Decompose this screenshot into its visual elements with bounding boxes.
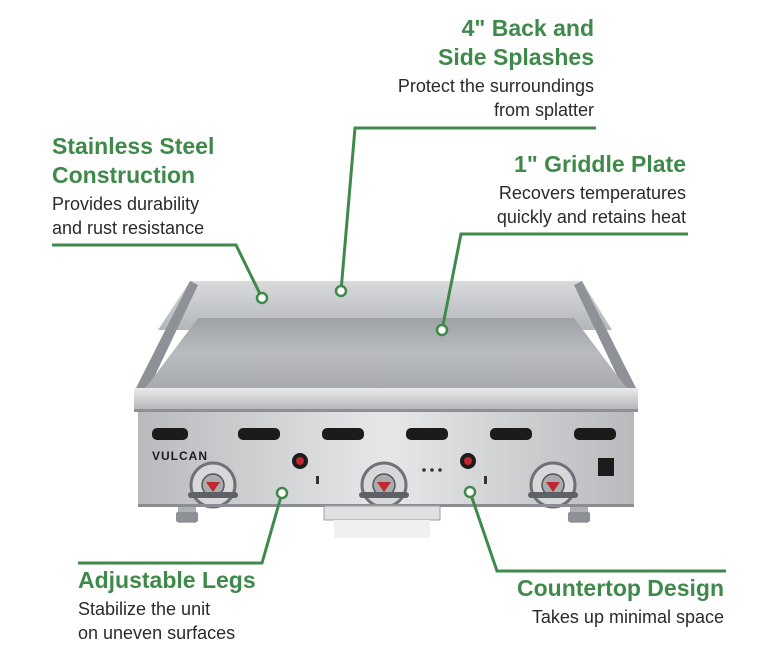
leader-line-splash — [339, 126, 596, 292]
right-side-splash — [574, 281, 638, 392]
leader-line-plate — [440, 232, 688, 331]
callout-splashes-title: 4" Back and Side Splashes — [438, 15, 594, 70]
control-knob-left — [188, 461, 238, 509]
callout-stainless-steel-description: Provides durability and rust resistance — [52, 194, 205, 238]
callout-adjustable-legs-description: Stabilize the unit on uneven surfaces — [78, 599, 236, 643]
callout-stainless-steel-title: Stainless Steel Construction — [52, 133, 215, 188]
callout-splashes-description: Protect the surroundings from splatter — [397, 76, 594, 120]
vent-slots — [152, 428, 616, 440]
back-splash — [158, 281, 612, 330]
power-switch — [598, 458, 614, 476]
grease-tray — [323, 505, 441, 521]
vulcan-logo: VULCAN — [152, 449, 208, 463]
callout-griddle-plate-title: 1" Griddle Plate — [514, 151, 686, 177]
callout-stainless-steel: Stainless Steel Construction Provides du… — [52, 132, 214, 240]
callout-splashes: 4" Back and Side Splashes Protect the su… — [398, 14, 594, 122]
griddle-plate — [144, 318, 628, 390]
callout-adjustable-legs: Adjustable Legs Stabilize the unit on un… — [78, 566, 256, 645]
callout-countertop-design-title: Countertop Design — [517, 575, 724, 601]
marker-dot-legs — [275, 486, 289, 500]
leader-line-legs — [78, 492, 284, 565]
left-side-splash — [134, 281, 198, 392]
callout-adjustable-legs-title: Adjustable Legs — [78, 567, 256, 593]
leader-line-steel — [52, 243, 264, 299]
marker-dot-counter — [463, 485, 477, 499]
control-knob-center — [359, 461, 409, 509]
marker-dot-plate — [435, 323, 449, 337]
marker-dot-steel — [255, 291, 269, 305]
callout-countertop-design-description: Takes up minimal space — [531, 607, 724, 627]
callout-griddle-plate: 1" Griddle Plate Recovers temperatures q… — [497, 150, 686, 229]
control-knob-right — [528, 461, 578, 509]
leader-line-counter — [468, 491, 726, 573]
callout-griddle-plate-description: Recovers temperatures quickly and retain… — [496, 183, 686, 227]
callout-countertop-design: Countertop Design Takes up minimal space — [517, 574, 724, 629]
marker-dot-splash — [334, 284, 348, 298]
front-lip — [134, 388, 638, 410]
